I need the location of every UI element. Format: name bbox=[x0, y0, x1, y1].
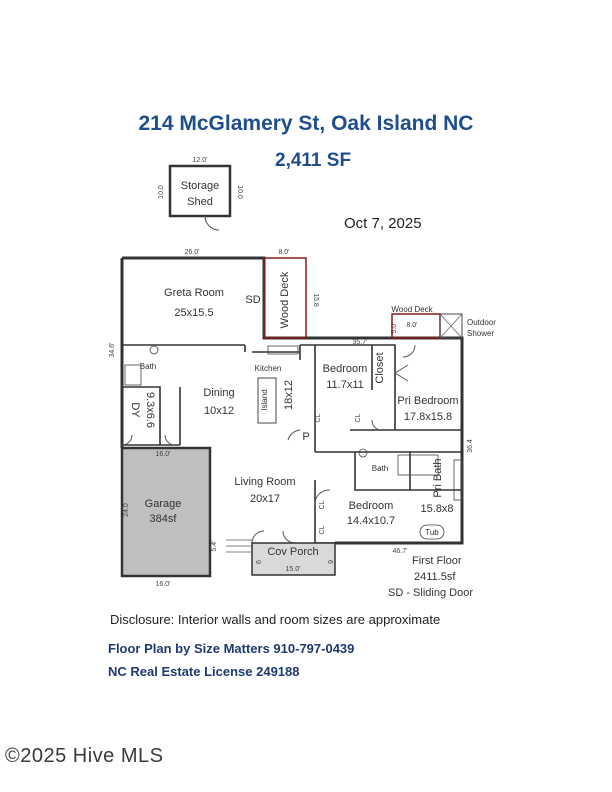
door-swings bbox=[121, 344, 416, 544]
pri-bath-shower bbox=[397, 454, 439, 476]
disclosure-text: Disclosure: Interior walls and room size… bbox=[110, 612, 441, 627]
plan-date: Oct 7, 2025 bbox=[344, 215, 422, 232]
dim-deck-w: 5.0' bbox=[391, 322, 398, 333]
bedroom1-label: Bedroom bbox=[323, 363, 368, 375]
pri-bath-vanity bbox=[453, 459, 463, 501]
bath1-shower bbox=[124, 364, 142, 386]
laundry-size: 9.3x6.6 bbox=[144, 392, 156, 428]
dining-size: 10x12 bbox=[204, 405, 234, 417]
exterior-walls bbox=[120, 256, 464, 545]
bedroom2-size: 14.4x10.7 bbox=[347, 515, 395, 527]
covered-porch-outline bbox=[251, 542, 336, 576]
bedroom1-size: 11.7x11 bbox=[326, 379, 364, 391]
license-text: NC Real Estate License 249188 bbox=[108, 664, 300, 679]
porch-steps bbox=[226, 539, 252, 553]
dim-deck-top: 8.0' bbox=[278, 249, 289, 256]
dim-porch-right: 6 bbox=[326, 560, 333, 564]
legend-floor: First Floor bbox=[412, 555, 462, 567]
interior-walls bbox=[122, 344, 462, 544]
closet-label-3: CL bbox=[319, 500, 326, 509]
property-address-title: 214 McGlamery St, Oak Island NC bbox=[138, 112, 474, 135]
sd-label: SD bbox=[245, 294, 260, 306]
outdoor-shower-label-1: Outdoor bbox=[467, 318, 496, 327]
living-room-label: Living Room bbox=[234, 476, 295, 488]
pri-bath-size: 15.8x8 bbox=[420, 503, 453, 515]
dining-label: Dining bbox=[203, 387, 234, 399]
dim-deck2: 8.0' bbox=[406, 322, 417, 329]
outdoor-shower-label-2: Shower bbox=[467, 329, 494, 338]
dim-bottom: 46.7' bbox=[393, 548, 408, 555]
laundry-label: DY bbox=[129, 402, 141, 418]
dim-garage-bottom: 16.0' bbox=[156, 581, 171, 588]
outdoor-shower-x bbox=[439, 313, 463, 339]
closet-label: Closet bbox=[374, 352, 386, 383]
shed-label-1: Storage bbox=[181, 180, 220, 192]
tub-outline bbox=[419, 524, 445, 540]
kitchen-counter bbox=[267, 345, 299, 355]
living-room-size: 20x17 bbox=[250, 493, 280, 505]
outdoor-shower-box bbox=[439, 313, 463, 339]
storage-shed-outline bbox=[168, 164, 232, 218]
legend-floor-area: 2411.5sf bbox=[414, 571, 456, 583]
dim-deck-side: 15.8 bbox=[312, 293, 319, 307]
total-area-title: 2,411 SF bbox=[275, 150, 352, 171]
kitchen-size: 18x12 bbox=[283, 380, 295, 410]
mls-watermark: ©2025 Hive MLS bbox=[5, 745, 164, 767]
legend-sd-note: SD - Sliding Door bbox=[388, 587, 473, 599]
shed-dim-right: 10.0 bbox=[236, 185, 243, 199]
wood-deck-small-label: Wood Deck bbox=[391, 305, 433, 314]
dim-step: 5.4' bbox=[211, 540, 218, 551]
shed-label-2: Shed bbox=[187, 196, 213, 208]
bath1-toilet bbox=[149, 345, 159, 355]
floorplan-credit: Floor Plan by Size Matters 910-797-0439 bbox=[108, 641, 355, 656]
tub-label: Tub bbox=[425, 528, 439, 537]
dim-porch-left: 6 bbox=[256, 560, 263, 564]
dim-top: 26.0' bbox=[185, 249, 200, 256]
garage-label: Garage bbox=[145, 498, 182, 510]
pri-bedroom-label: Pri Bedroom bbox=[397, 395, 458, 407]
garage-size: 384sf bbox=[150, 513, 178, 525]
great-room-label: Greta Room bbox=[164, 287, 224, 299]
dim-garage-top: 16.0' bbox=[156, 451, 171, 458]
dim-porch-bottom: 15.0' bbox=[286, 566, 301, 573]
cov-porch-label: Cov Porch bbox=[267, 546, 318, 558]
wood-deck-vertical-outline bbox=[263, 257, 307, 339]
bath2-label: Bath bbox=[372, 464, 388, 473]
closet-label-4: CL bbox=[319, 525, 326, 534]
great-room-size: 25x15.5 bbox=[174, 307, 213, 319]
shed-door-swing bbox=[204, 215, 220, 231]
pri-bedroom-size: 17.8x15.8 bbox=[404, 411, 452, 423]
bath1-label: Bath bbox=[140, 362, 156, 371]
closet-label-1: CL bbox=[315, 413, 322, 422]
kitchen-label: Kitchen bbox=[255, 364, 282, 373]
shed-dim-top: 12.0' bbox=[193, 157, 208, 164]
pri-bath-label: Pri Bath bbox=[432, 458, 444, 497]
dim-garage-side: 24.0 bbox=[123, 503, 130, 517]
dim-right-top: 35.7' bbox=[353, 339, 368, 346]
garage-fill bbox=[120, 446, 212, 578]
bedroom2-label: Bedroom bbox=[349, 500, 394, 512]
bath2-toilet bbox=[358, 448, 368, 458]
closet-label-2: CL bbox=[355, 413, 362, 422]
wood-deck-vertical-label: Wood Deck bbox=[279, 271, 291, 328]
dim-left-side: 34.6' bbox=[109, 343, 116, 358]
island-label: Island bbox=[260, 389, 269, 410]
dim-right-side: 36.4 bbox=[467, 439, 474, 453]
shed-dim-left: 10.0 bbox=[158, 185, 165, 199]
pantry-label: P bbox=[302, 431, 309, 443]
kitchen-island-outline bbox=[257, 377, 277, 424]
